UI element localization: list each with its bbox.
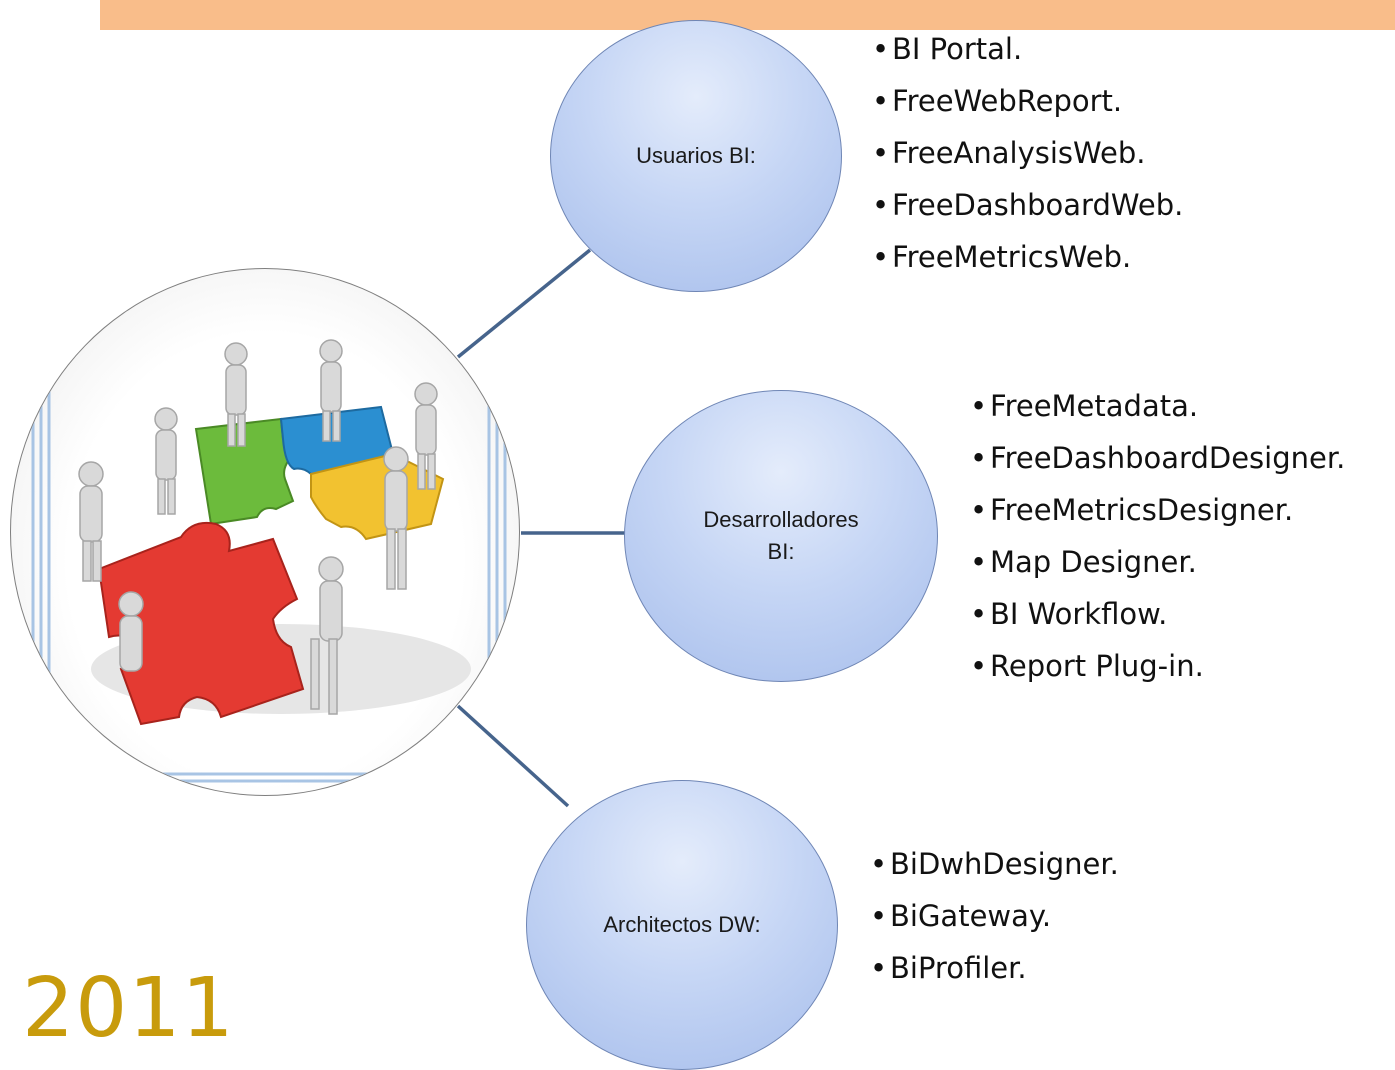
hub-image-circle	[10, 268, 520, 796]
list-item: •BiProfiler.	[870, 942, 1119, 994]
bullet-icon: •	[970, 597, 988, 631]
node-label: Usuarios BI:	[636, 143, 756, 169]
list-item: •BI Portal.	[872, 23, 1183, 75]
bullet-icon: •	[872, 32, 890, 66]
bullet-icon: •	[970, 441, 988, 475]
bullet-icon: •	[872, 136, 890, 170]
team-puzzle-icon	[31, 339, 507, 783]
node-label-line2: BI:	[767, 539, 795, 564]
usuarios-tools-list: •BI Portal. •FreeWebReport. •FreeAnalysi…	[872, 23, 1183, 283]
bullet-icon: •	[870, 899, 888, 933]
node-label: Architectos DW:	[603, 912, 761, 938]
architectos-tools-list: •BiDwhDesigner. •BiGateway. •BiProfiler.	[870, 838, 1119, 994]
node-label-line1: Desarrolladores	[703, 507, 859, 533]
list-item: •FreeAnalysisWeb.	[872, 127, 1183, 179]
bullet-icon: •	[870, 847, 888, 881]
bullet-icon: •	[970, 389, 988, 423]
bullet-icon: •	[870, 951, 888, 985]
year-label: 2011	[22, 961, 235, 1056]
list-item: •Report Plug-in.	[970, 640, 1345, 692]
bullet-icon: •	[872, 188, 890, 222]
yellow-puzzle-piece	[310, 452, 445, 541]
bullet-icon: •	[872, 240, 890, 274]
bullet-icon: •	[872, 84, 890, 118]
list-item: •FreeDashboardWeb.	[872, 179, 1183, 231]
list-item: •FreeDashboardDesigner.	[970, 432, 1345, 484]
bullet-icon: •	[970, 493, 988, 527]
list-item: •BI Workflow.	[970, 588, 1345, 640]
bullet-icon: •	[970, 649, 988, 683]
list-item: •FreeWebReport.	[872, 75, 1183, 127]
list-item: •FreeMetadata.	[970, 380, 1345, 432]
list-item: •BiGateway.	[870, 890, 1119, 942]
list-item: •FreeMetricsWeb.	[872, 231, 1183, 283]
connector-architectos	[456, 704, 570, 808]
node-desarrolladores-bi: Desarrolladores BI:	[624, 390, 938, 682]
list-item: •Map Designer.	[970, 536, 1345, 588]
header-bar	[100, 0, 1395, 30]
node-architectos-dw: Architectos DW:	[526, 780, 838, 1070]
connector-usuarios	[456, 248, 592, 359]
node-usuarios-bi: Usuarios BI:	[550, 20, 842, 292]
decorative-stripes	[31, 369, 507, 783]
bullet-icon: •	[970, 545, 988, 579]
desarrolladores-tools-list: •FreeMetadata. •FreeDashboardDesigner. •…	[970, 380, 1345, 692]
list-item: •FreeMetricsDesigner.	[970, 484, 1345, 536]
figures	[78, 339, 438, 715]
list-item: •BiDwhDesigner.	[870, 838, 1119, 890]
